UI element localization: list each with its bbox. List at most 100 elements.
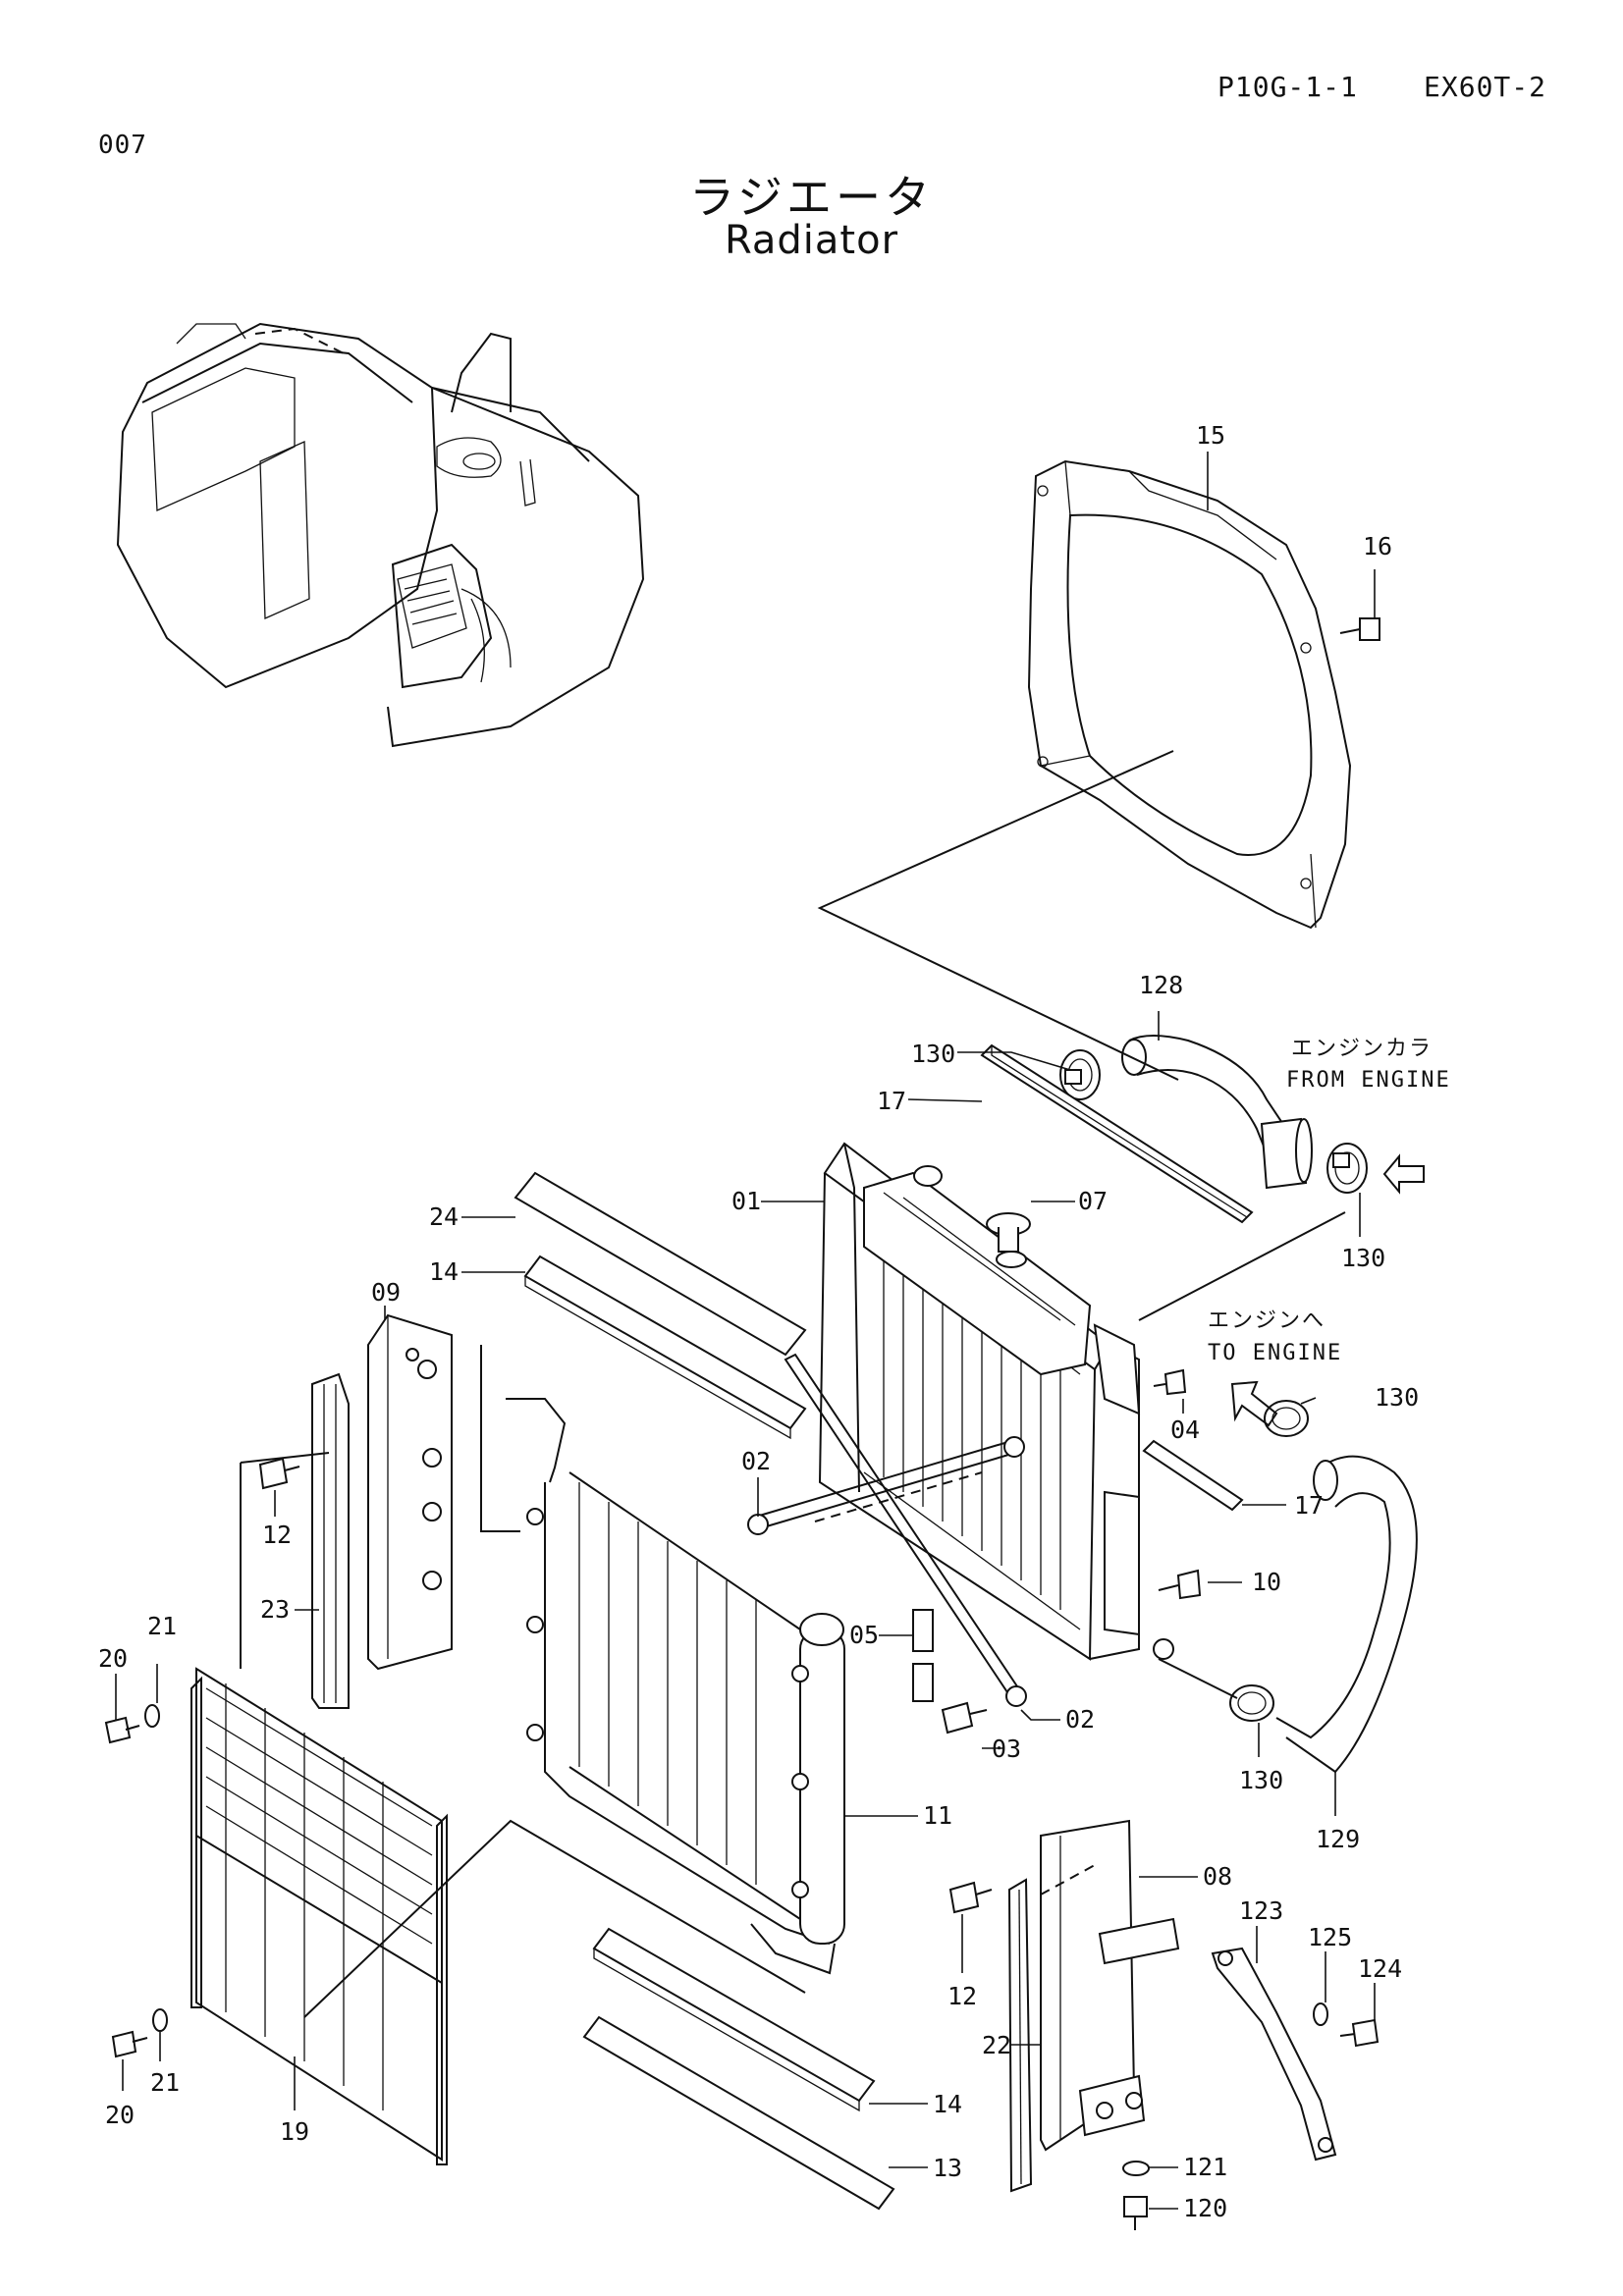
- callout-22: 22: [982, 2031, 1011, 2059]
- callout-08: 08: [1203, 1862, 1232, 1891]
- stay-part-02-upper: [747, 1436, 1025, 1535]
- callout-130-d: 130: [1239, 1766, 1283, 1794]
- lower-hose-part-129: [1275, 1455, 1418, 1774]
- callout-11: 11: [923, 1801, 952, 1830]
- seal-part-24: [514, 1171, 807, 1357]
- callout-10: 10: [1252, 1568, 1281, 1596]
- radiator-cap-part-07: [986, 1212, 1031, 1268]
- bracket-part-08: [1040, 1819, 1180, 2152]
- washer-part-21-lower: [152, 2008, 168, 2032]
- callout-02-b: 02: [1065, 1705, 1095, 1734]
- callout-07: 07: [1078, 1187, 1108, 1215]
- callout-13: 13: [933, 2154, 962, 2182]
- stay-part-123: [1211, 1947, 1337, 2162]
- alignment-line-radiator: [1138, 1211, 1346, 1321]
- callout-01: 01: [731, 1187, 761, 1215]
- callout-128: 128: [1139, 971, 1183, 999]
- bolt-part-120: [1123, 2196, 1148, 2230]
- side-plate-part-22: [1007, 1878, 1033, 2193]
- callout-120: 120: [1183, 2194, 1227, 2222]
- drain-plug-part-04: [1153, 1368, 1187, 1396]
- alignment-line-lower-hose: [1158, 1658, 1238, 1699]
- callout-124: 124: [1358, 1954, 1402, 1983]
- seal-part-14-upper: [523, 1255, 807, 1440]
- bolt-part-12-upper: [258, 1457, 300, 1490]
- seal-strip-part-17-upper: [980, 1043, 1254, 1224]
- washer-part-121: [1122, 2161, 1150, 2176]
- callout-121: 121: [1183, 2153, 1227, 2181]
- callout-04: 04: [1170, 1415, 1200, 1444]
- wing-bolt-part-20-upper: [104, 1716, 140, 1744]
- seal-part-13: [582, 2015, 895, 2211]
- oil-cooler-part-11: [506, 1398, 845, 1975]
- callout-130-c: 130: [1375, 1383, 1419, 1412]
- to-engine-note-jp: エンジンへ: [1208, 1308, 1325, 1333]
- callout-05: 05: [849, 1621, 879, 1649]
- bolt-part-12-lower: [948, 1881, 993, 1914]
- bolt-part-16: [1339, 617, 1380, 641]
- callout-12-a: 12: [262, 1521, 292, 1549]
- hose-clamp-130-mid: [1264, 1400, 1309, 1437]
- callout-129: 129: [1316, 1825, 1360, 1853]
- callout-24: 24: [429, 1202, 459, 1231]
- callout-17-b: 17: [1294, 1491, 1324, 1520]
- from-engine-note-jp: エンジンカラ: [1291, 1037, 1433, 1061]
- callout-125: 125: [1308, 1923, 1352, 1951]
- wing-bolt-part-20-lower: [111, 2030, 148, 2058]
- callout-12-b: 12: [947, 1982, 977, 2010]
- bolt-part-03: [941, 1701, 988, 1735]
- from-engine-note-en: FROM ENGINE: [1286, 1068, 1451, 1093]
- callout-16: 16: [1363, 532, 1392, 561]
- callout-14-a: 14: [429, 1257, 459, 1286]
- washer-part-21-upper: [144, 1704, 160, 1728]
- callout-09: 09: [371, 1278, 401, 1307]
- title-japanese: ラジエータ: [688, 171, 935, 224]
- callout-130-a: 130: [911, 1040, 955, 1068]
- callout-03: 03: [992, 1735, 1021, 1763]
- callout-labels: 15 16 128 130 17 130 01 07 24 14 09 130 …: [98, 421, 1419, 2222]
- bracket-part-09: [367, 1313, 453, 1671]
- page-code: P10G-1-1: [1217, 71, 1358, 103]
- callout-21-a: 21: [147, 1612, 177, 1640]
- excavator-overview-illustration: [116, 322, 645, 748]
- callout-02-a: 02: [741, 1447, 771, 1475]
- radiator-core-part-01: [818, 1142, 1174, 1661]
- callout-21-b: 21: [150, 2068, 180, 2097]
- callout-14-b: 14: [933, 2090, 962, 2118]
- stay-part-02-lower: [784, 1353, 1027, 1707]
- screen-part-19: [190, 1667, 448, 2165]
- hose-clamp-130-upper-right: [1326, 1143, 1368, 1194]
- to-engine-note-en: TO ENGINE: [1208, 1341, 1342, 1365]
- bolt-part-124: [1339, 2018, 1380, 2048]
- title-english: Radiator: [724, 218, 899, 263]
- callout-23: 23: [260, 1595, 290, 1624]
- alignment-line-shroud: [817, 750, 1179, 1081]
- callout-19: 19: [280, 2117, 309, 2146]
- model-code: EX60T-2: [1424, 71, 1547, 103]
- hose-clamp-130-upper-left: [1059, 1049, 1101, 1100]
- callout-15: 15: [1196, 421, 1225, 450]
- upper-hose-part-128: [1121, 1035, 1313, 1190]
- callout-130-b: 130: [1341, 1244, 1385, 1272]
- callout-20-a: 20: [98, 1644, 128, 1673]
- hidden-line-bracket: [1040, 1864, 1096, 1896]
- from-engine-arrow-icon: [1382, 1153, 1425, 1195]
- seal-strip-part-17-lower: [1142, 1439, 1244, 1512]
- alignment-line-screen-top: [240, 1452, 330, 1464]
- bolt-part-10: [1158, 1569, 1202, 1600]
- callout-17-a: 17: [877, 1087, 906, 1115]
- spacer-part-05: [912, 1609, 934, 1702]
- side-plate-part-23: [311, 1372, 350, 1709]
- hose-clamp-130-lower: [1229, 1684, 1274, 1722]
- fan-shroud-part-15: [1027, 459, 1352, 930]
- hidden-line-stay: [814, 1471, 983, 1522]
- to-engine-arrow-icon: [1230, 1380, 1278, 1427]
- callout-20-b: 20: [105, 2101, 135, 2129]
- seal-part-14-lower: [592, 1927, 876, 2112]
- page-number: 007: [98, 131, 147, 160]
- alignment-line-screen-bottom: [303, 1819, 806, 2018]
- washer-part-125: [1313, 2002, 1328, 2026]
- alignment-line-bracket: [480, 1345, 520, 1532]
- callout-123: 123: [1239, 1896, 1283, 1925]
